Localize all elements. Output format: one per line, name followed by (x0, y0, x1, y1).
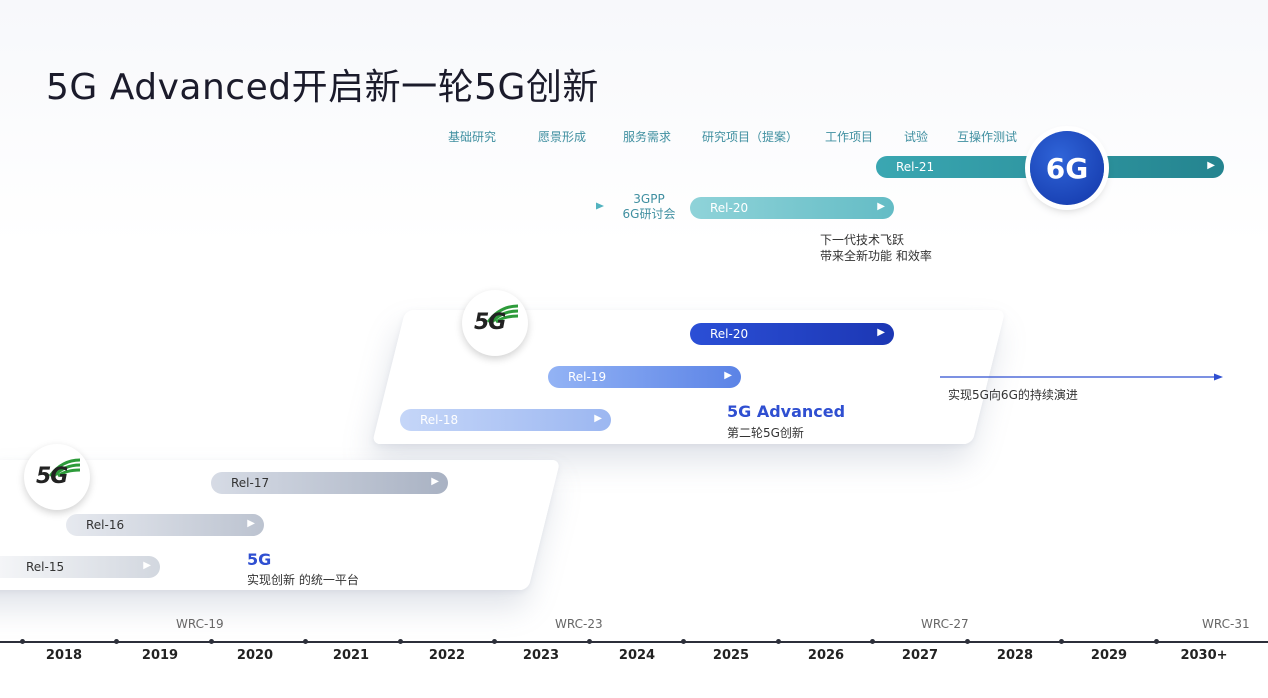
timeline-dot (492, 639, 497, 644)
phase-label: 互操作测试 (957, 130, 1018, 144)
year-label: 2024 (618, 648, 656, 663)
chevron-right-icon: ▶ (877, 201, 885, 212)
phase-label: 试验 (904, 130, 929, 144)
adv-rel20-label: Rel-20 (710, 327, 749, 341)
timeline-dot (681, 639, 686, 644)
workshop-arrow (270, 202, 604, 210)
timeline-dot (965, 639, 970, 644)
chevron-right-icon: ▶ (1207, 160, 1215, 171)
timeline-dot (20, 639, 25, 644)
year-label: 2021 (332, 648, 370, 663)
timeline-dot (587, 639, 592, 644)
rel15-bar: Rel-15 ▶ (0, 556, 160, 578)
rel16-label: Rel-16 (86, 518, 125, 532)
workshop-label: 3GPP 6G研讨会 (620, 192, 678, 222)
chevron-right-icon: ▶ (143, 560, 151, 571)
timeline-dot (1154, 639, 1159, 644)
sixg-description: 下一代技术飞跃 带来全新功能 和效率 (820, 232, 932, 264)
logo-text: 5G (474, 310, 506, 335)
year-label: 2026 (807, 648, 845, 663)
adv-rel20-bar: Rel-20 ▶ (690, 323, 894, 345)
wrc-label: WRC-31 (1202, 617, 1250, 631)
sixg-rel20-bar: Rel-20 ▶ (690, 197, 894, 219)
phase-label: 基础研究 (448, 130, 497, 144)
5g-advanced-subcaption: 第二轮5G创新 (727, 426, 804, 440)
5g-caption: 5G (247, 550, 272, 569)
phase-label: 研究项目（提案） (702, 130, 799, 144)
evolution-label: 实现5G向6G的持续演进 (948, 388, 1078, 402)
signal-arcs-icon (486, 304, 519, 324)
chevron-right-icon: ▶ (247, 518, 255, 529)
timeline-dot (114, 639, 119, 644)
year-label: 2025 (712, 648, 750, 663)
year-label: 2029 (1090, 648, 1128, 663)
phase-label: 愿景形成 (538, 130, 587, 144)
phase-label: 工作项目 (825, 130, 874, 144)
chevron-right-icon: ▶ (431, 476, 439, 487)
year-label: 2018 (45, 648, 83, 663)
5g-advanced-caption: 5G Advanced (727, 402, 846, 421)
rel17-bar: Rel-17 ▶ (211, 472, 448, 494)
timeline-dot (209, 639, 214, 644)
year-label: 2019 (141, 648, 179, 663)
sixg-desc-line: 带来全新功能 和效率 (820, 249, 932, 263)
rel15-label: Rel-15 (26, 560, 65, 574)
5g-logo: 5G (24, 444, 90, 510)
wrc-label: WRC-23 (555, 617, 603, 631)
6g-badge: 6G (1030, 131, 1104, 205)
5g-subcaption: 实现创新 的统一平台 (247, 573, 359, 587)
chevron-right-icon: ▶ (724, 370, 732, 381)
year-label: 2027 (901, 648, 939, 663)
signal-arcs-icon (48, 458, 81, 478)
timeline-dot (303, 639, 308, 644)
sixg-desc-line: 下一代技术飞跃 (820, 233, 905, 247)
year-label: 2028 (996, 648, 1034, 663)
sixg-rel20-label: Rel-20 (710, 201, 749, 215)
page-title: 5G Advanced开启新一轮5G创新 (46, 67, 599, 108)
rel18-label: Rel-18 (420, 413, 459, 427)
year-label: 2023 (522, 648, 560, 663)
wrc-label: WRC-27 (921, 617, 969, 631)
logo-text: 5G (36, 464, 68, 489)
rel17-label: Rel-17 (231, 476, 270, 490)
rel19-label: Rel-19 (568, 370, 607, 384)
timeline-dot (398, 639, 403, 644)
rel19-bar: Rel-19 ▶ (548, 366, 741, 388)
evolution-arrow (940, 373, 1223, 381)
chevron-right-icon: ▶ (877, 327, 885, 338)
workshop-line: 6G研讨会 (622, 207, 676, 221)
year-label: 2030+ (1180, 648, 1228, 663)
timeline-dot (776, 639, 781, 644)
timeline-dot (870, 639, 875, 644)
chevron-right-icon: ▶ (594, 413, 602, 424)
rel21-label: Rel-21 (896, 160, 935, 174)
5g-advanced-logo: 5G (462, 290, 528, 356)
year-label: 2020 (236, 648, 274, 663)
rel16-bar: Rel-16 ▶ (66, 514, 264, 536)
year-label: 2022 (428, 648, 466, 663)
timeline-dot (1059, 639, 1064, 644)
timeline-axis (0, 641, 1268, 643)
rel18-bar: Rel-18 ▶ (400, 409, 611, 431)
phase-label: 服务需求 (623, 130, 672, 144)
wrc-label: WRC-19 (176, 617, 224, 631)
workshop-line: 3GPP (633, 192, 665, 206)
